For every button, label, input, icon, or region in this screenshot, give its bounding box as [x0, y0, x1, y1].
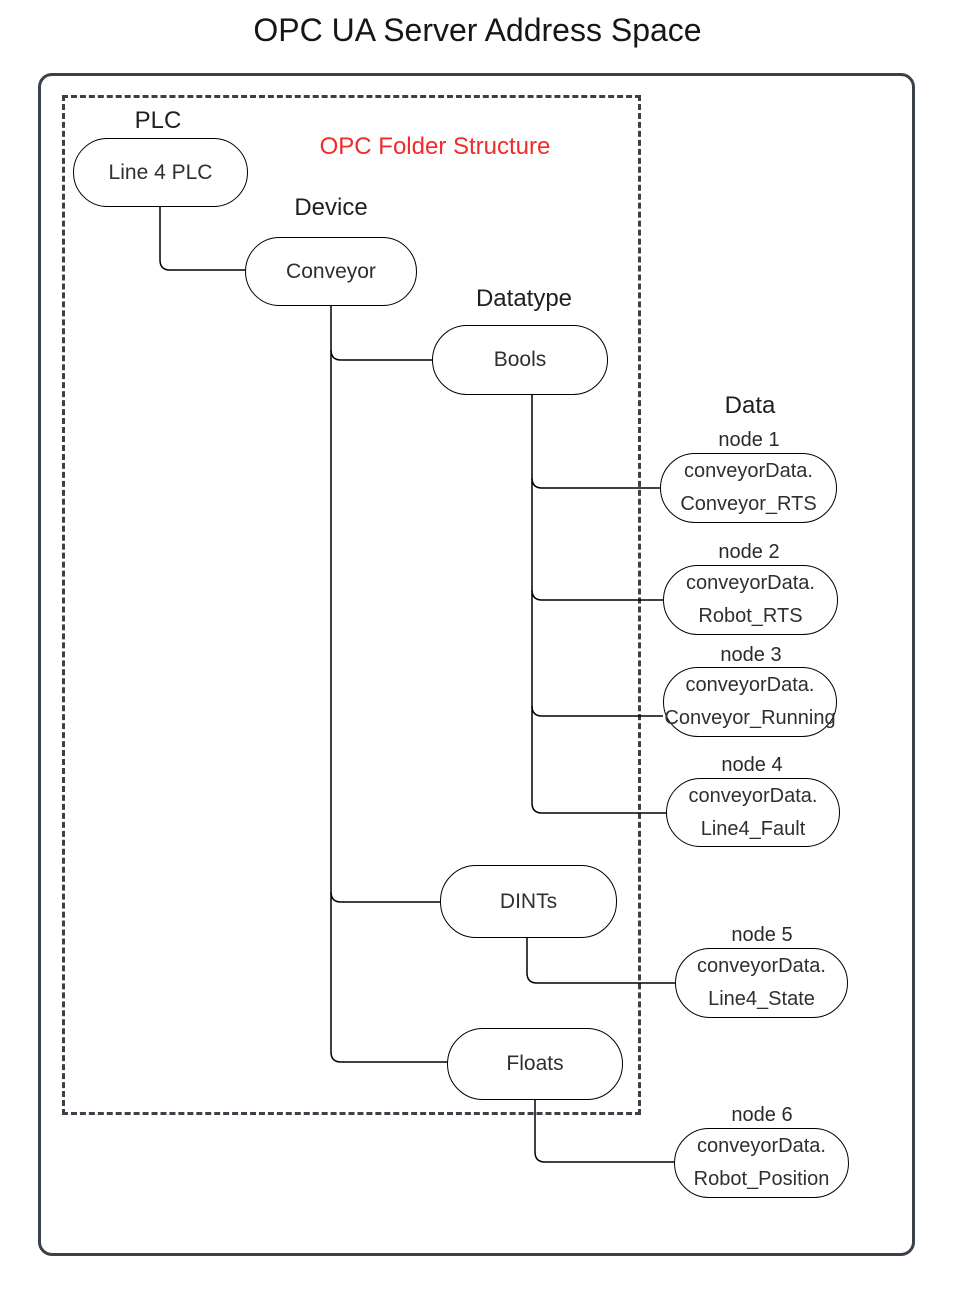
data-node-5-line1: conveyorData.	[697, 955, 826, 977]
label-opc-folder-structure: OPC Folder Structure	[319, 133, 551, 160]
label-plc: PLC	[134, 107, 182, 134]
data-node-4-line2: Line4_Fault	[700, 817, 806, 840]
data-node-3-line2: Conveyor_Running	[664, 707, 836, 729]
data-node-4: conveyorData. Line4_Fault	[666, 778, 840, 847]
address-space-boundary	[38, 73, 915, 1256]
data-node-3-label: node 3	[720, 644, 782, 666]
node-dints-text: DINTs	[499, 889, 558, 913]
data-node-6-line1: conveyorData.	[697, 1135, 826, 1157]
data-node-4-label: node 4	[721, 754, 783, 776]
label-device: Device	[294, 194, 368, 221]
data-node-1-line2: Conveyor_RTS	[680, 493, 817, 515]
data-node-1-line1: conveyorData.	[684, 460, 813, 482]
label-datatype: Datatype	[475, 285, 573, 312]
data-node-2-line1: conveyorData.	[686, 572, 815, 594]
data-node-1-label: node 1	[718, 429, 780, 451]
data-node-6: conveyorData. Robot_Position	[674, 1128, 849, 1198]
node-bools-text: Bools	[493, 348, 547, 371]
data-node-5-line2: Line4_State	[708, 988, 815, 1010]
data-node-5-label: node 5	[731, 924, 793, 946]
data-node-3: conveyorData. Conveyor_Running	[663, 667, 837, 737]
data-node-3-line1: conveyorData.	[685, 674, 815, 696]
node-line4-plc: Line 4 PLC	[73, 138, 248, 207]
data-node-1: conveyorData. Conveyor_RTS	[660, 453, 837, 523]
data-node-2: conveyorData. Robot_RTS	[663, 565, 838, 635]
data-node-6-label: node 6	[731, 1104, 793, 1126]
node-floats: Floats	[447, 1028, 623, 1100]
node-floats-text: Floats	[506, 1052, 564, 1075]
node-conveyor: Conveyor	[245, 237, 417, 306]
node-dints: DINTs	[440, 865, 617, 938]
node-bools: Bools	[432, 325, 608, 395]
data-node-6-line2: Robot_Position	[693, 1168, 830, 1190]
node-line4-plc-text: Line 4 PLC	[108, 160, 213, 184]
page-title: OPC UA Server Address Space	[253, 12, 702, 48]
data-node-2-label: node 2	[718, 541, 780, 563]
node-conveyor-text: Conveyor	[286, 259, 376, 283]
label-data: Data	[724, 392, 776, 419]
data-node-4-line1: conveyorData.	[688, 784, 818, 807]
data-node-2-line2: Robot_RTS	[698, 605, 803, 627]
data-node-5: conveyorData. Line4_State	[675, 948, 848, 1018]
